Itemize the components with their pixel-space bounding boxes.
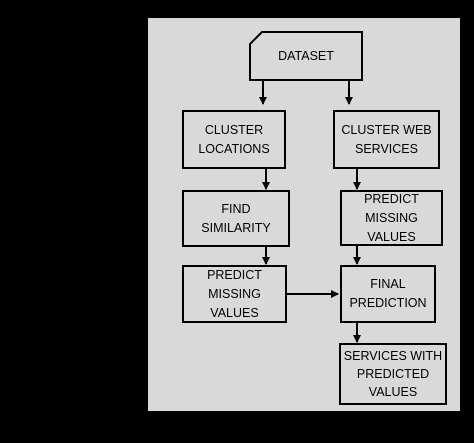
final-prediction-label-line-1: FINAL (370, 277, 406, 291)
services-label-line-2: PREDICTED (356, 367, 430, 381)
find-similarity-node: FIND SIMILARITY (182, 190, 290, 247)
predict-missing-right-label-line-2: MISSING VALUES (365, 210, 418, 244)
dataset-label: DATASET (278, 48, 334, 63)
services-label-line-1: SERVICES WITH (343, 349, 443, 363)
cluster-web-services-node: CLUSTER WEB SERVICES (333, 110, 440, 169)
final-prediction-label-line-2: PREDICTION (349, 296, 427, 310)
find-similarity-label: FIND SIMILARITY (201, 201, 271, 235)
predict-missing-values-left-node: PREDICT MISSING VALUES (182, 265, 287, 323)
dataset-node: DATASET (252, 33, 360, 79)
final-prediction-node: FINAL PREDICTION (340, 265, 436, 323)
services-with-predicted-values-node: SERVICES WITH PREDICTED VALUES (339, 343, 447, 405)
predict-missing-right-label-line-1: PREDICT (364, 191, 419, 206)
services-label-line-3: VALUES (368, 385, 418, 399)
cluster-locations-node: CLUSTER LOCATIONS (182, 110, 286, 169)
cluster-web-services-label-line-2: SERVICES (354, 141, 418, 156)
predict-missing-left-label-line-1: PREDICT (207, 267, 262, 282)
cluster-locations-label-line-2: LOCATIONS (198, 141, 270, 156)
cluster-locations-label-line-1: CLUSTER (204, 122, 264, 137)
cluster-web-services-label-line-1: CLUSTER WEB (341, 122, 432, 137)
predict-missing-values-right-node: PREDICT MISSING VALUES (340, 190, 443, 246)
predict-missing-left-label-line-2: MISSING VALUES (208, 286, 261, 320)
